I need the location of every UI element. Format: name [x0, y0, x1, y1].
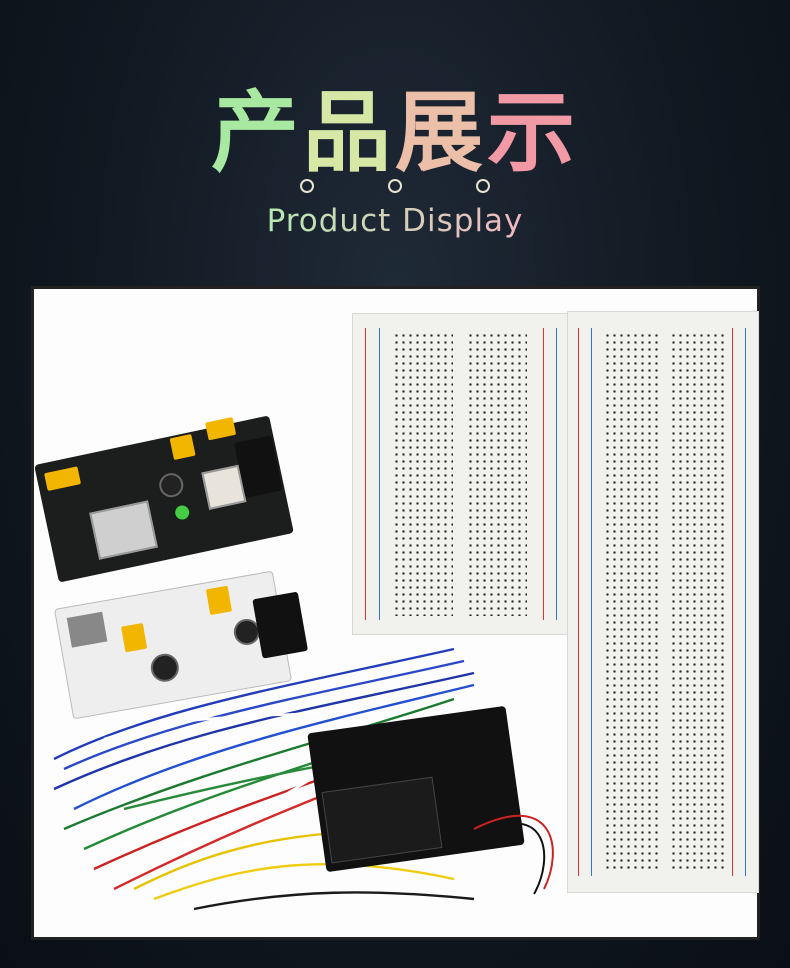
heading-char-2: 品	[302, 81, 395, 184]
subtitle: Product Display	[0, 203, 790, 239]
subtitle-text: Product Display	[266, 203, 524, 239]
full-breadboard	[567, 311, 759, 893]
heading: 产品展示	[0, 62, 790, 189]
dot-icon	[476, 179, 490, 193]
dot-icon	[300, 179, 314, 193]
battery-lead-wires	[473, 814, 554, 895]
heading-char-4: 示	[487, 81, 580, 184]
dot-icon	[388, 179, 402, 193]
half-breadboard	[352, 313, 570, 635]
product-photo	[31, 286, 760, 940]
heading-char-1: 产	[210, 81, 303, 184]
decorative-dots	[0, 178, 790, 197]
heading-char-3: 展	[395, 81, 488, 184]
